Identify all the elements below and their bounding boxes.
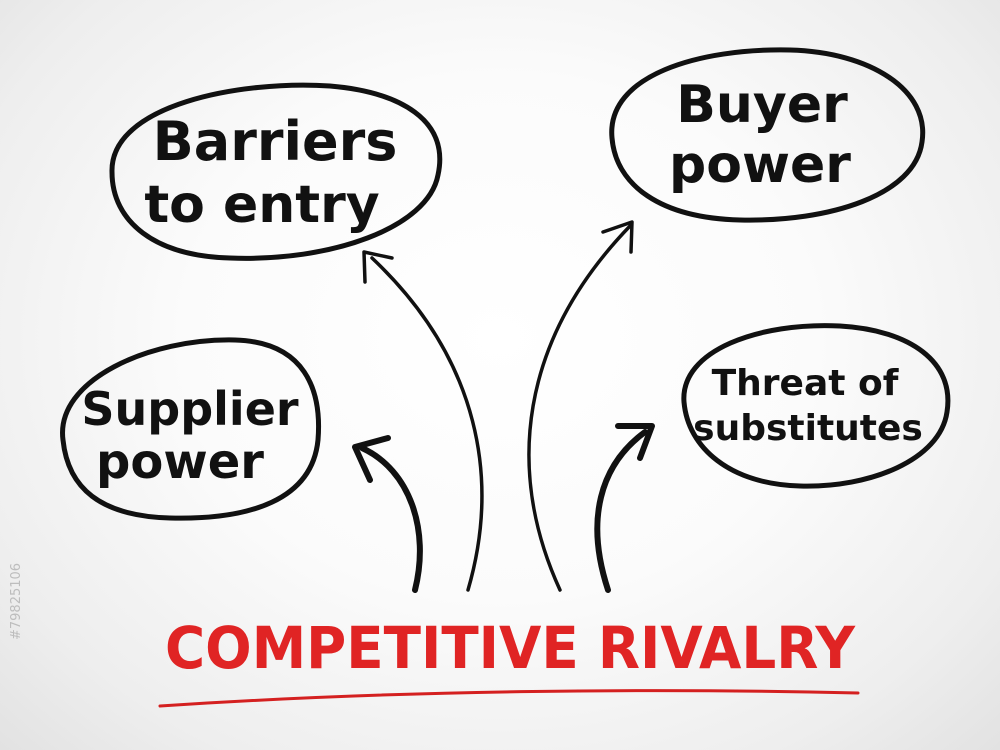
- arrow-to-threat: [594, 423, 655, 593]
- threat-line1: Threat of: [712, 363, 899, 404]
- ellipse-supplier: [60, 337, 322, 521]
- arrow-to-buyer: [527, 220, 634, 592]
- arrow-to-supplier: [352, 435, 423, 593]
- buyer-line2: power: [669, 135, 851, 195]
- supplier-line2: power: [96, 434, 264, 490]
- ellipse-barriers: [109, 82, 443, 261]
- barriers-line2: to entry: [144, 175, 379, 235]
- ellipse-threat: [681, 323, 951, 489]
- title-underline: [158, 689, 860, 708]
- supplier-line1: Supplier: [81, 382, 298, 436]
- watermark-id: #79825106: [9, 563, 24, 640]
- ellipse-buyer: [609, 47, 926, 223]
- barriers-line1: Barriers: [153, 110, 398, 173]
- arrow-to-barriers: [362, 250, 484, 592]
- threat-line2: substitutes: [693, 408, 923, 449]
- buyer-line1: Buyer: [676, 75, 848, 135]
- diagram-title: COMPETITIVE RIVALRY: [165, 614, 856, 682]
